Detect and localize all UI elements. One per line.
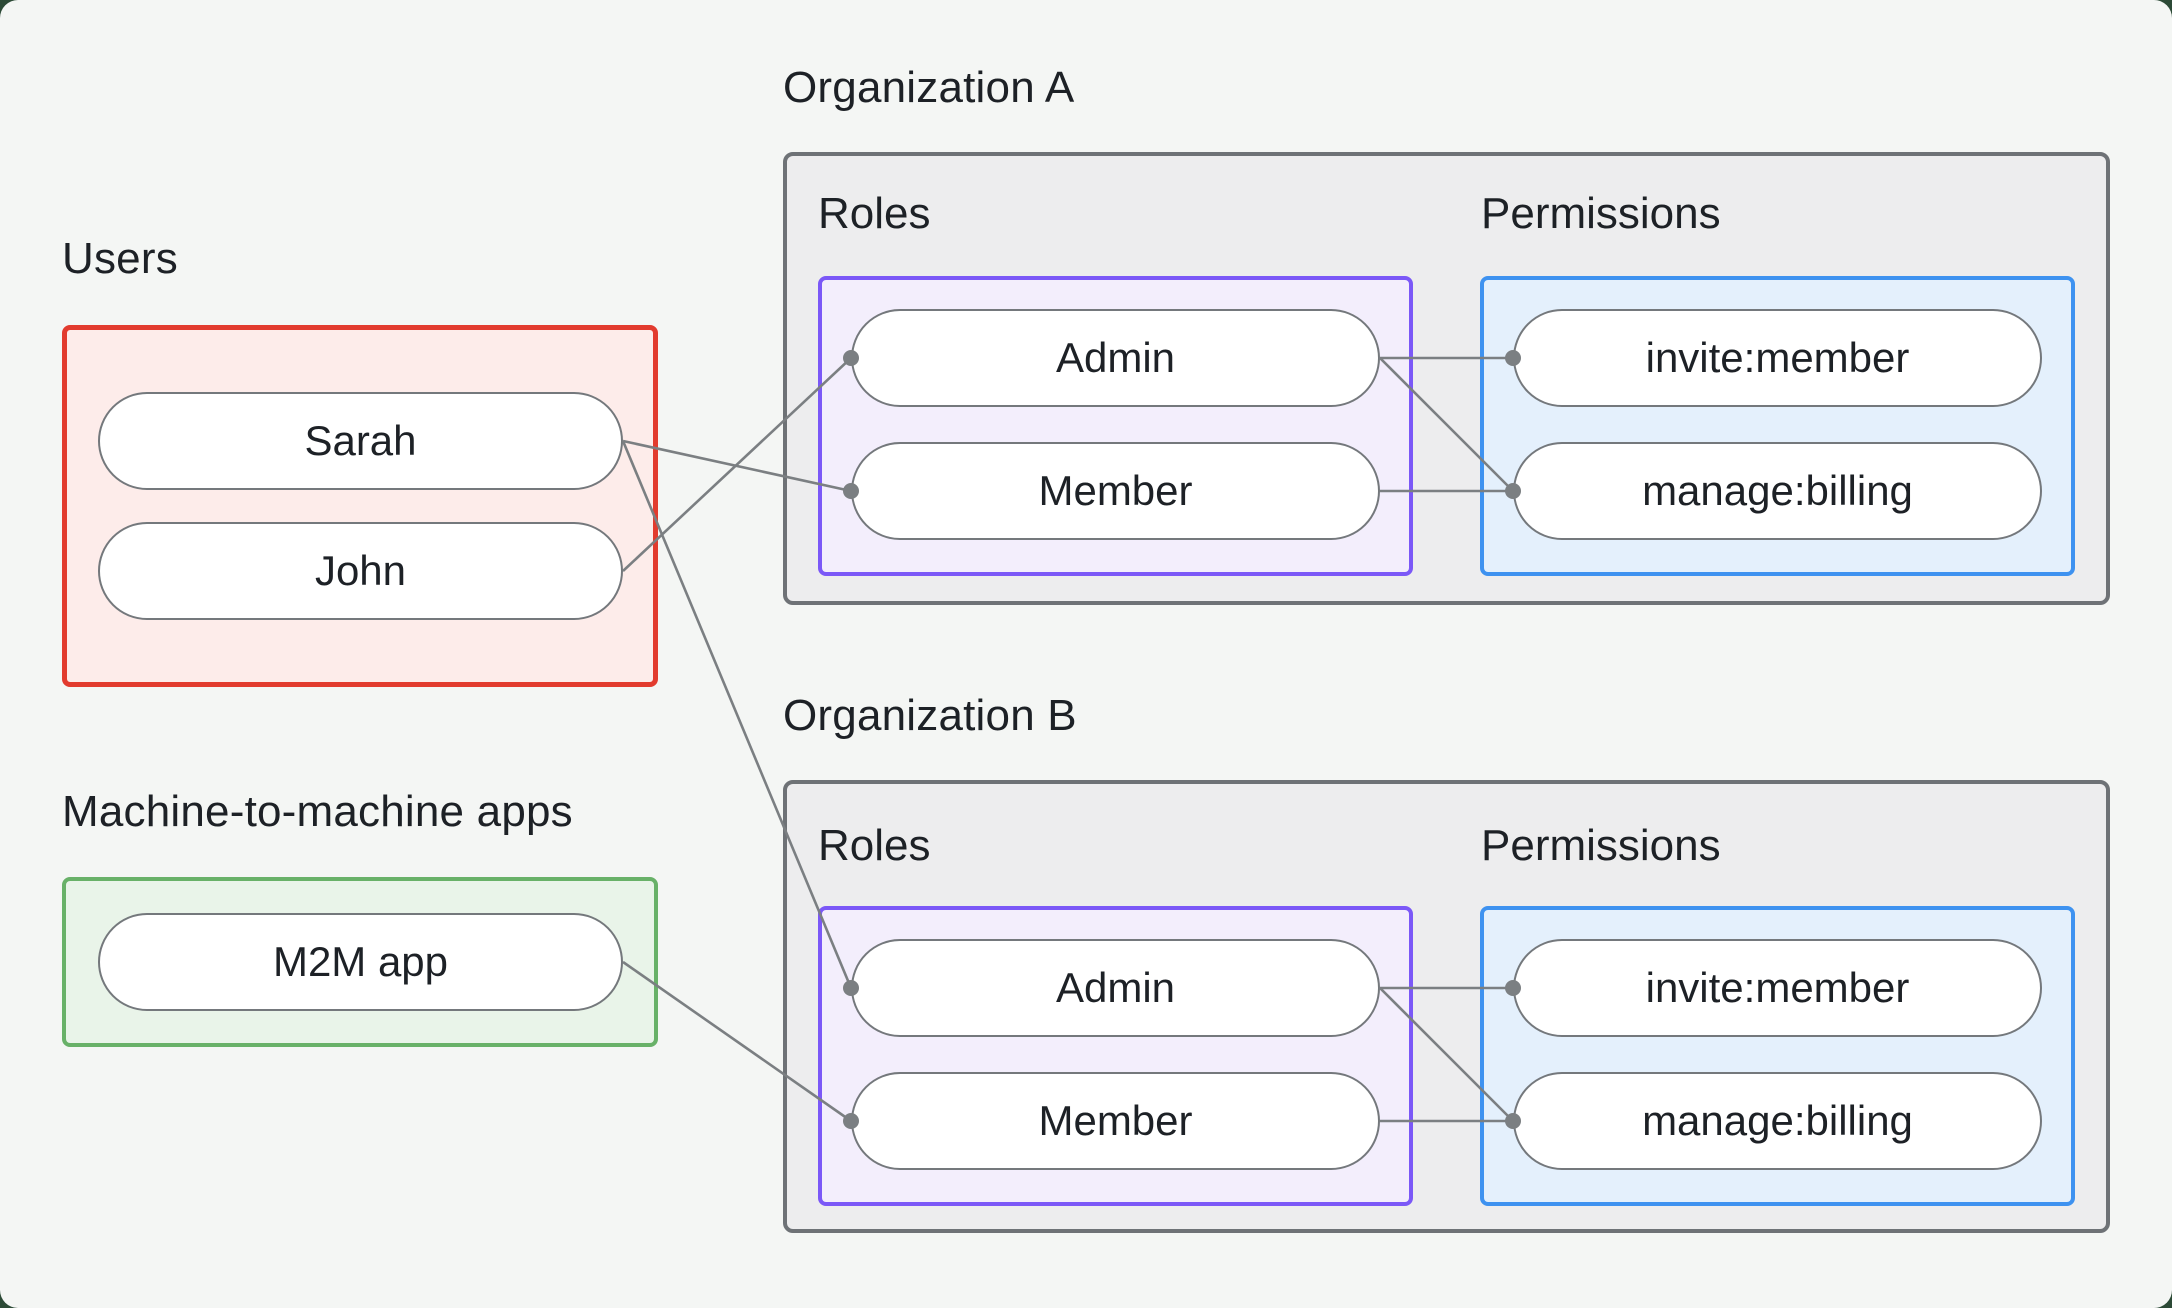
org-a-permissions-label: Permissions	[1481, 189, 1721, 238]
org-b-roles-label: Roles	[818, 821, 931, 870]
org-a-permission-pill-manage-billing: manage:billing	[1513, 442, 2042, 540]
m2m-apps-label: Machine-to-machine apps	[62, 787, 573, 836]
org-b-permissions-label: Permissions	[1481, 821, 1721, 870]
org-b-role-pill-member: Member	[851, 1072, 1380, 1170]
org-a-role-pill-admin: Admin	[851, 309, 1380, 407]
org-b-role-pill-admin: Admin	[851, 939, 1380, 1037]
users-label: Users	[62, 234, 178, 283]
users-group-box	[62, 325, 658, 687]
org-a-role-pill-member: Member	[851, 442, 1380, 540]
org-a-label: Organization A	[783, 63, 1075, 112]
user-pill-john: John	[98, 522, 623, 620]
org-b-permission-pill-manage-billing: manage:billing	[1513, 1072, 2042, 1170]
org-b-label: Organization B	[783, 691, 1077, 740]
user-pill-sarah: Sarah	[98, 392, 623, 490]
org-a-permission-pill-invite-member: invite:member	[1513, 309, 2042, 407]
org-a-roles-label: Roles	[818, 189, 931, 238]
m2m-app-pill: M2M app	[98, 913, 623, 1011]
org-b-permission-pill-invite-member: invite:member	[1513, 939, 2042, 1037]
